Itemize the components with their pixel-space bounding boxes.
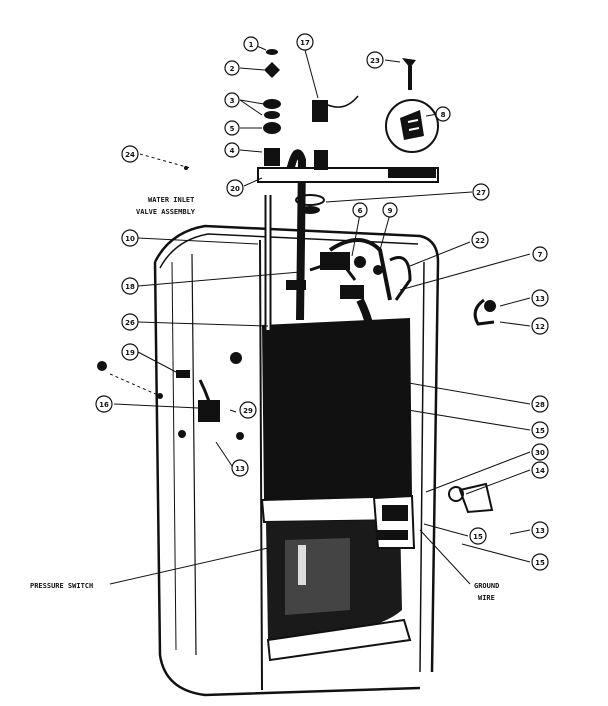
callout-3 [224, 92, 240, 108]
cabinet [153, 224, 440, 697]
svg-text:3: 3 [230, 97, 235, 105]
svg-text:12: 12 [535, 323, 545, 331]
pressure-switch-label: PRESSURE SWITCH [30, 582, 93, 590]
callout-21 [531, 421, 549, 439]
svg-text:22: 22 [475, 237, 485, 245]
callout-13 [531, 289, 549, 307]
tank-assembly [260, 318, 413, 662]
svg-text:5: 5 [230, 125, 235, 133]
callout-numbers: 1 2 3 5 4 17 23 8 24 20 27 6 9 10 22 7 1… [99, 39, 545, 567]
callout-1 [243, 36, 259, 52]
callout-28 [239, 401, 257, 419]
svg-text:29: 29 [243, 407, 253, 415]
callout-4 [224, 142, 240, 158]
svg-text:6: 6 [358, 207, 363, 215]
ground-label: GROUND [474, 582, 499, 590]
svg-text:8: 8 [441, 111, 446, 119]
callout-17 [296, 33, 314, 51]
callout-23 [366, 51, 384, 69]
callout-19 [121, 343, 139, 361]
callout-16b [531, 553, 549, 571]
svg-text:9: 9 [388, 207, 393, 215]
svg-text:15: 15 [535, 427, 545, 435]
svg-text:15: 15 [535, 559, 545, 567]
callout-15 [531, 461, 549, 479]
wire-label: WIRE [478, 594, 495, 602]
side-fittings [97, 166, 244, 440]
callout-22 [471, 231, 489, 249]
callout-18 [121, 277, 139, 295]
svg-text:20: 20 [230, 185, 240, 193]
callout-5 [224, 120, 240, 136]
callout-24 [121, 145, 139, 163]
callout-6 [352, 202, 368, 218]
callout-10 [121, 229, 139, 247]
callout-9 [382, 202, 398, 218]
svg-text:15: 15 [473, 533, 483, 541]
water-inlet-label-1: WATER INLET [148, 196, 194, 204]
svg-text:19: 19 [125, 349, 135, 357]
svg-text:18: 18 [125, 283, 135, 291]
leader-lines [109, 45, 531, 585]
svg-text:16: 16 [99, 401, 109, 409]
svg-text:7: 7 [538, 251, 543, 259]
svg-text:30: 30 [535, 449, 545, 457]
text-labels: WATER INLET VALVE ASSEMBLY PRESSURE SWIT… [30, 196, 499, 602]
svg-text:14: 14 [535, 467, 545, 475]
pressure-switch-assembly [372, 298, 496, 549]
callout-14 [531, 443, 549, 461]
svg-text:24: 24 [125, 151, 135, 159]
svg-text:10: 10 [125, 235, 135, 243]
svg-text:2: 2 [230, 65, 235, 73]
callout-26 [121, 313, 139, 331]
svg-text:23: 23 [370, 57, 380, 65]
svg-text:17: 17 [300, 39, 310, 47]
callout-8 [435, 106, 451, 122]
callout-2 [224, 60, 240, 76]
callouts [95, 33, 549, 571]
callout-20 [226, 179, 244, 197]
callout-12 [531, 317, 549, 335]
svg-text:13: 13 [235, 465, 245, 473]
callout-30 [95, 395, 113, 413]
water-inlet-label-2: VALVE ASSEMBLY [136, 208, 196, 216]
callout-13c [531, 521, 549, 539]
water-inlet-valve-assembly [257, 49, 439, 214]
svg-text:1: 1 [249, 41, 254, 49]
svg-text:13: 13 [535, 527, 545, 535]
callout-27 [472, 183, 490, 201]
callout-13b [231, 459, 249, 477]
callout-19b [531, 395, 549, 413]
wire-connector [385, 58, 439, 153]
internal-controls [286, 252, 412, 301]
svg-text:4: 4 [230, 147, 235, 155]
svg-text:28: 28 [535, 401, 545, 409]
svg-text:26: 26 [125, 319, 135, 327]
svg-text:27: 27 [476, 189, 486, 197]
callout-16 [469, 527, 487, 545]
svg-text:13: 13 [535, 295, 545, 303]
callout-7 [532, 246, 548, 262]
